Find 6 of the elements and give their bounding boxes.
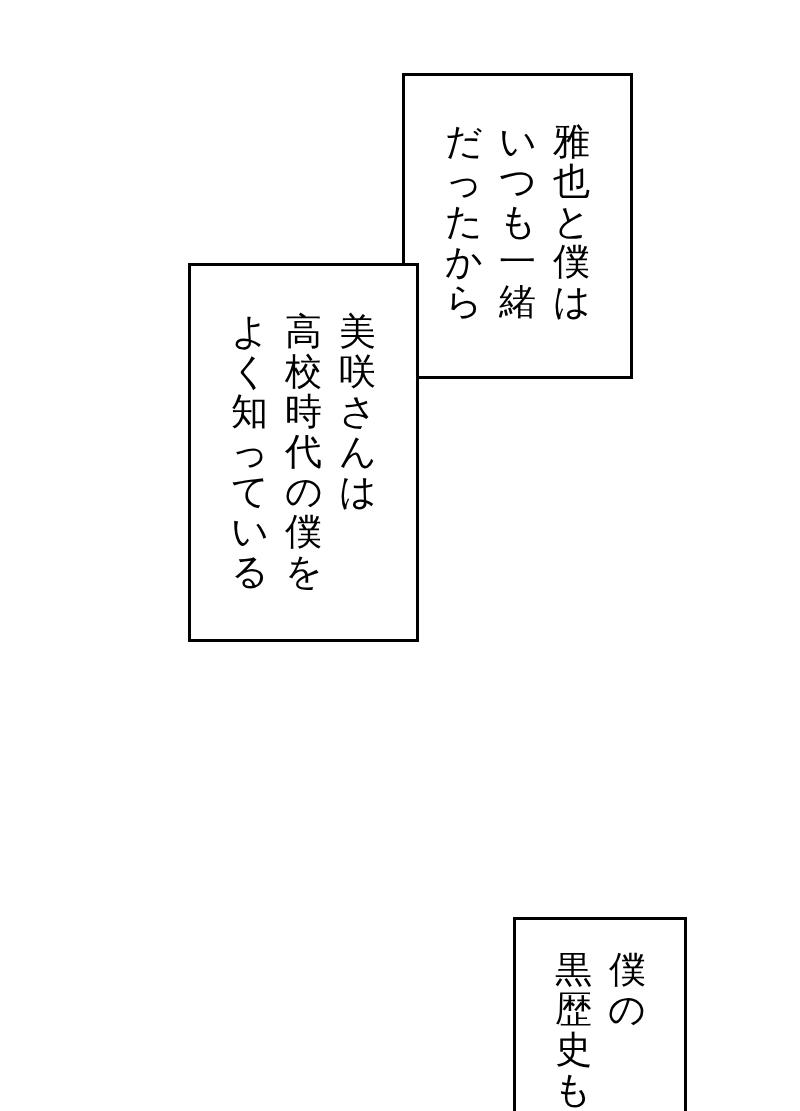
narration-box bbox=[188, 263, 419, 642]
narration-text: 雅也と僕はいつも一緒だったから bbox=[443, 122, 592, 322]
narration-text: 僕の黒歴史も bbox=[553, 950, 647, 1110]
narration-text: 美咲さんは高校時代の僕をよく知っている bbox=[229, 312, 378, 592]
narration-box bbox=[513, 917, 687, 1111]
narration-box bbox=[402, 73, 633, 379]
